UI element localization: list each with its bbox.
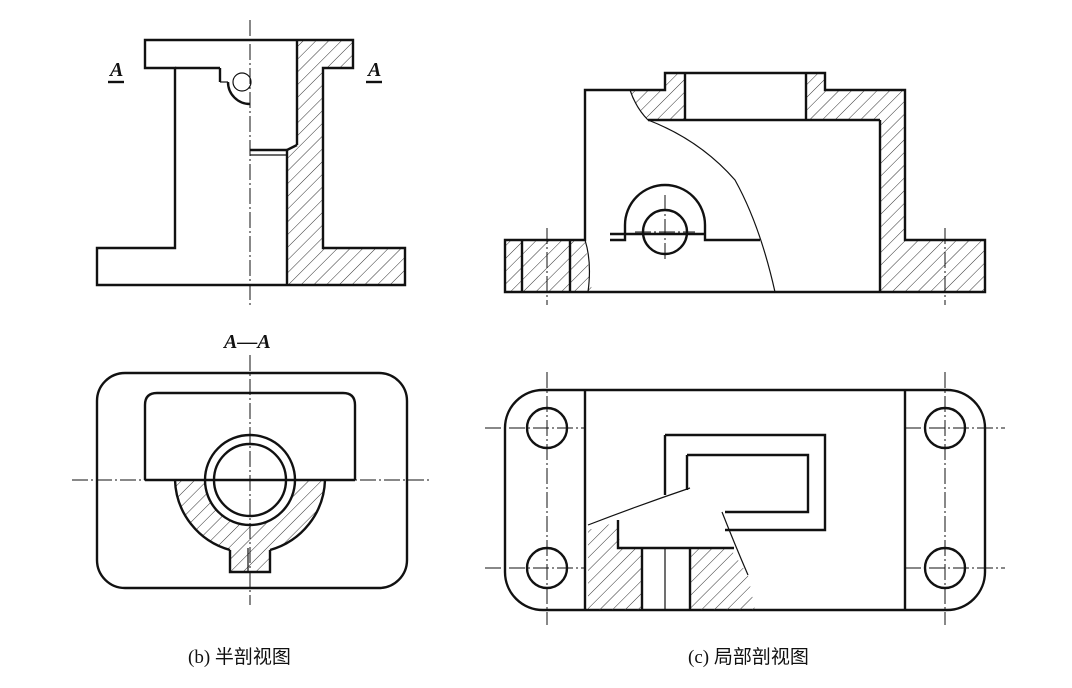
figure-b-caption: (b) 半剖视图 xyxy=(188,646,291,668)
partial-section-front-view xyxy=(503,71,987,305)
partial-section-top-view xyxy=(485,372,1005,625)
half-section-front-view xyxy=(95,20,407,305)
figure-c-caption: (c) 局部剖视图 xyxy=(688,646,809,668)
section-mark-right: A xyxy=(366,59,381,81)
half-section-top-view xyxy=(72,355,432,605)
section-mark-left: A xyxy=(108,59,123,81)
section-view-label: A—A xyxy=(222,331,271,353)
